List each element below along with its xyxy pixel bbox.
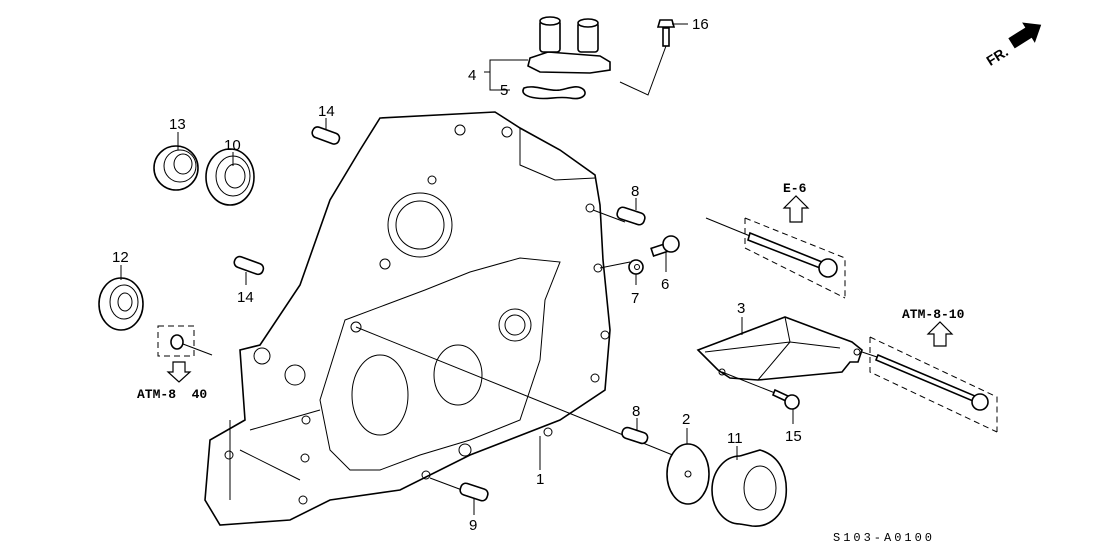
callout-8b: 8 (632, 403, 640, 420)
front-direction-label: FR. (983, 43, 1011, 69)
solenoid-gasket[interactable] (522, 86, 586, 100)
bolt15-leader-line (721, 371, 776, 394)
oil-guide-plate[interactable] (666, 443, 710, 505)
diagram-code: S103-A0100 (833, 531, 935, 545)
dowel-pin-small[interactable] (459, 482, 489, 502)
callout-8a: 8 (631, 183, 639, 200)
sealing-bolt[interactable] (650, 235, 680, 257)
dowel-pin-upper[interactable] (311, 126, 341, 146)
ref-atm-8-10-link[interactable]: ATM-8-10 (902, 307, 965, 322)
ref-arrow-up-atm810-icon (926, 321, 954, 347)
callout-13: 13 (169, 116, 186, 133)
ref-arrow-down-icon (166, 361, 192, 383)
dowel-pin-left[interactable] (233, 255, 265, 276)
ref-e6-link[interactable]: E-6 (783, 181, 807, 196)
long-bolt-atm810[interactable] (861, 336, 998, 433)
callout-14b: 14 (237, 289, 254, 306)
bolt16-leader-line (619, 45, 667, 96)
dowel-pin[interactable] (616, 206, 646, 226)
callout-15: 15 (785, 428, 802, 445)
roller-bearing[interactable] (711, 449, 788, 527)
callout-4-5-line (484, 59, 528, 91)
callout-4: 4 (468, 67, 476, 84)
solenoid-assembly[interactable] (527, 16, 611, 74)
front-arrow-icon (1008, 22, 1042, 49)
solenoid-bolt[interactable] (656, 19, 676, 47)
dowel-leader-line (592, 209, 626, 223)
dowel9-leader-line (429, 477, 463, 491)
locknut[interactable] (157, 325, 213, 357)
callout-7: 7 (631, 290, 639, 307)
long-bolt-e6[interactable] (705, 217, 846, 299)
ref-arrow-up-e6-icon (782, 195, 810, 223)
callout-5: 5 (500, 82, 508, 99)
callout-1: 1 (536, 471, 544, 488)
washer-leader-line (599, 261, 631, 269)
housing-bracket[interactable] (696, 316, 863, 381)
callout-3: 3 (737, 300, 745, 317)
ball-bearing-small[interactable] (98, 277, 144, 331)
callout-10: 10 (224, 137, 241, 154)
transmission-housing[interactable] (204, 111, 611, 526)
callout-14a: 14 (318, 103, 335, 120)
ball-bearing[interactable] (205, 148, 255, 206)
callout-12: 12 (112, 249, 129, 266)
callout-2: 2 (682, 411, 690, 428)
callout-16: 16 (692, 16, 709, 33)
dowel-pin-lower[interactable] (621, 426, 649, 445)
callout-11: 11 (727, 430, 743, 447)
oil-seal[interactable] (153, 145, 199, 191)
flange-bolt[interactable] (771, 388, 800, 410)
ref-atm-8-40-link[interactable]: ATM-8 40 (137, 387, 207, 402)
sealing-washer[interactable] (628, 259, 644, 275)
callout-9: 9 (469, 517, 477, 534)
callout-6: 6 (661, 276, 669, 293)
